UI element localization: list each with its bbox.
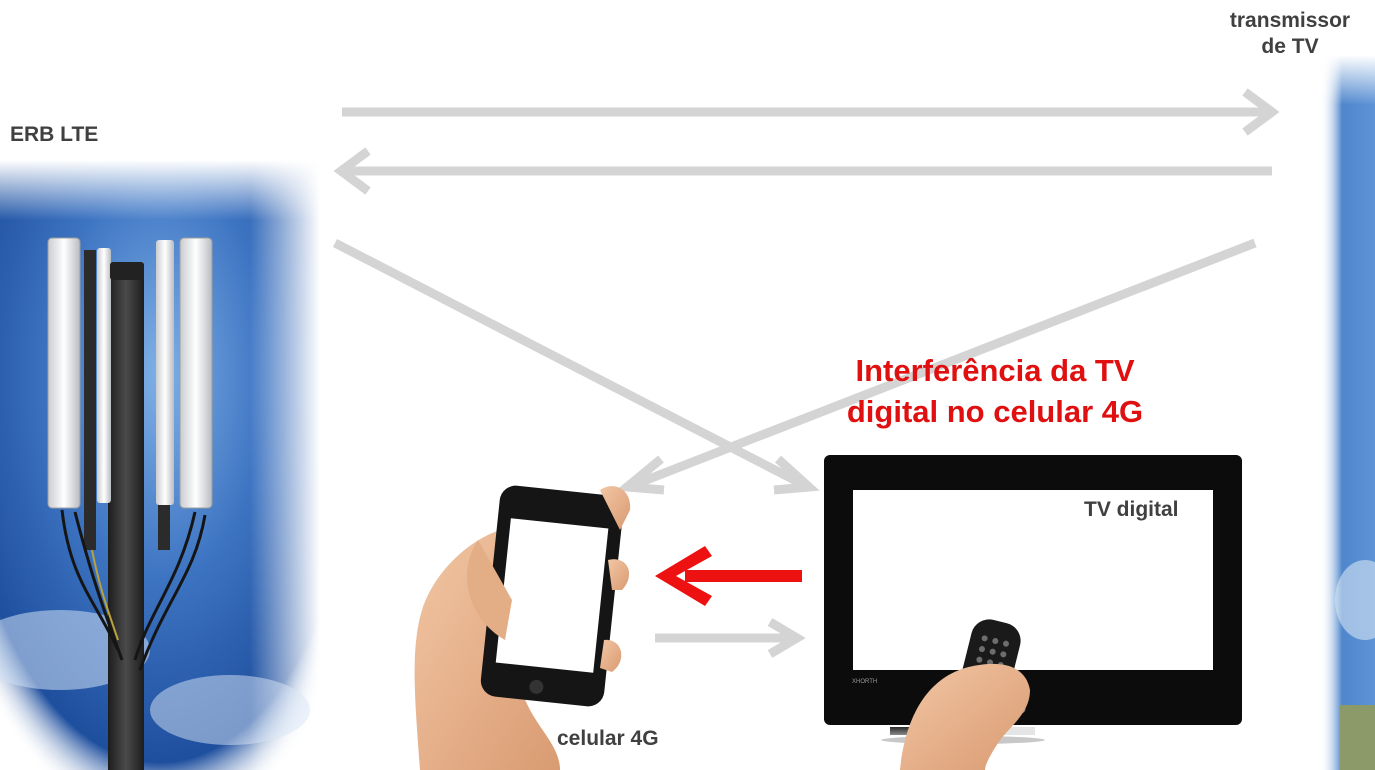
interference-title: Interferência da TV digital no celular 4… [790,350,1200,432]
tv-transmitter-image [1320,55,1375,770]
tv-brand: XHORTH [852,679,877,685]
digital-tv-label: TV digital [1084,498,1179,521]
arrow-erb-to-transmitter [342,88,1280,136]
arrow-transmitter-to-erb [333,147,1272,195]
phone-4g-label: celular 4G [557,727,659,750]
arrow-erb-to-tv [332,239,820,495]
interference-arrow [655,546,802,606]
tv-transmitter-label-line2: de TV [1261,35,1319,59]
erb-lte-label: ERB LTE [10,123,99,146]
tv-transmitter-label-line1: transmissor [1229,9,1351,32]
tv-transmitter-label: transmissor de TV [1205,8,1375,61]
arrow-phone-to-tv [655,618,806,658]
gray-arrows [332,88,1280,658]
cell-tower-image [0,160,320,770]
interference-title-line2: digital no celular 4G [846,394,1144,430]
arrow-transmitter-to-phone [615,238,1257,495]
interference-title-line1: Interferência da TV [855,353,1135,388]
digital-tv-image: XHORTH [824,455,1242,770]
phone-in-hand-image [414,485,631,770]
